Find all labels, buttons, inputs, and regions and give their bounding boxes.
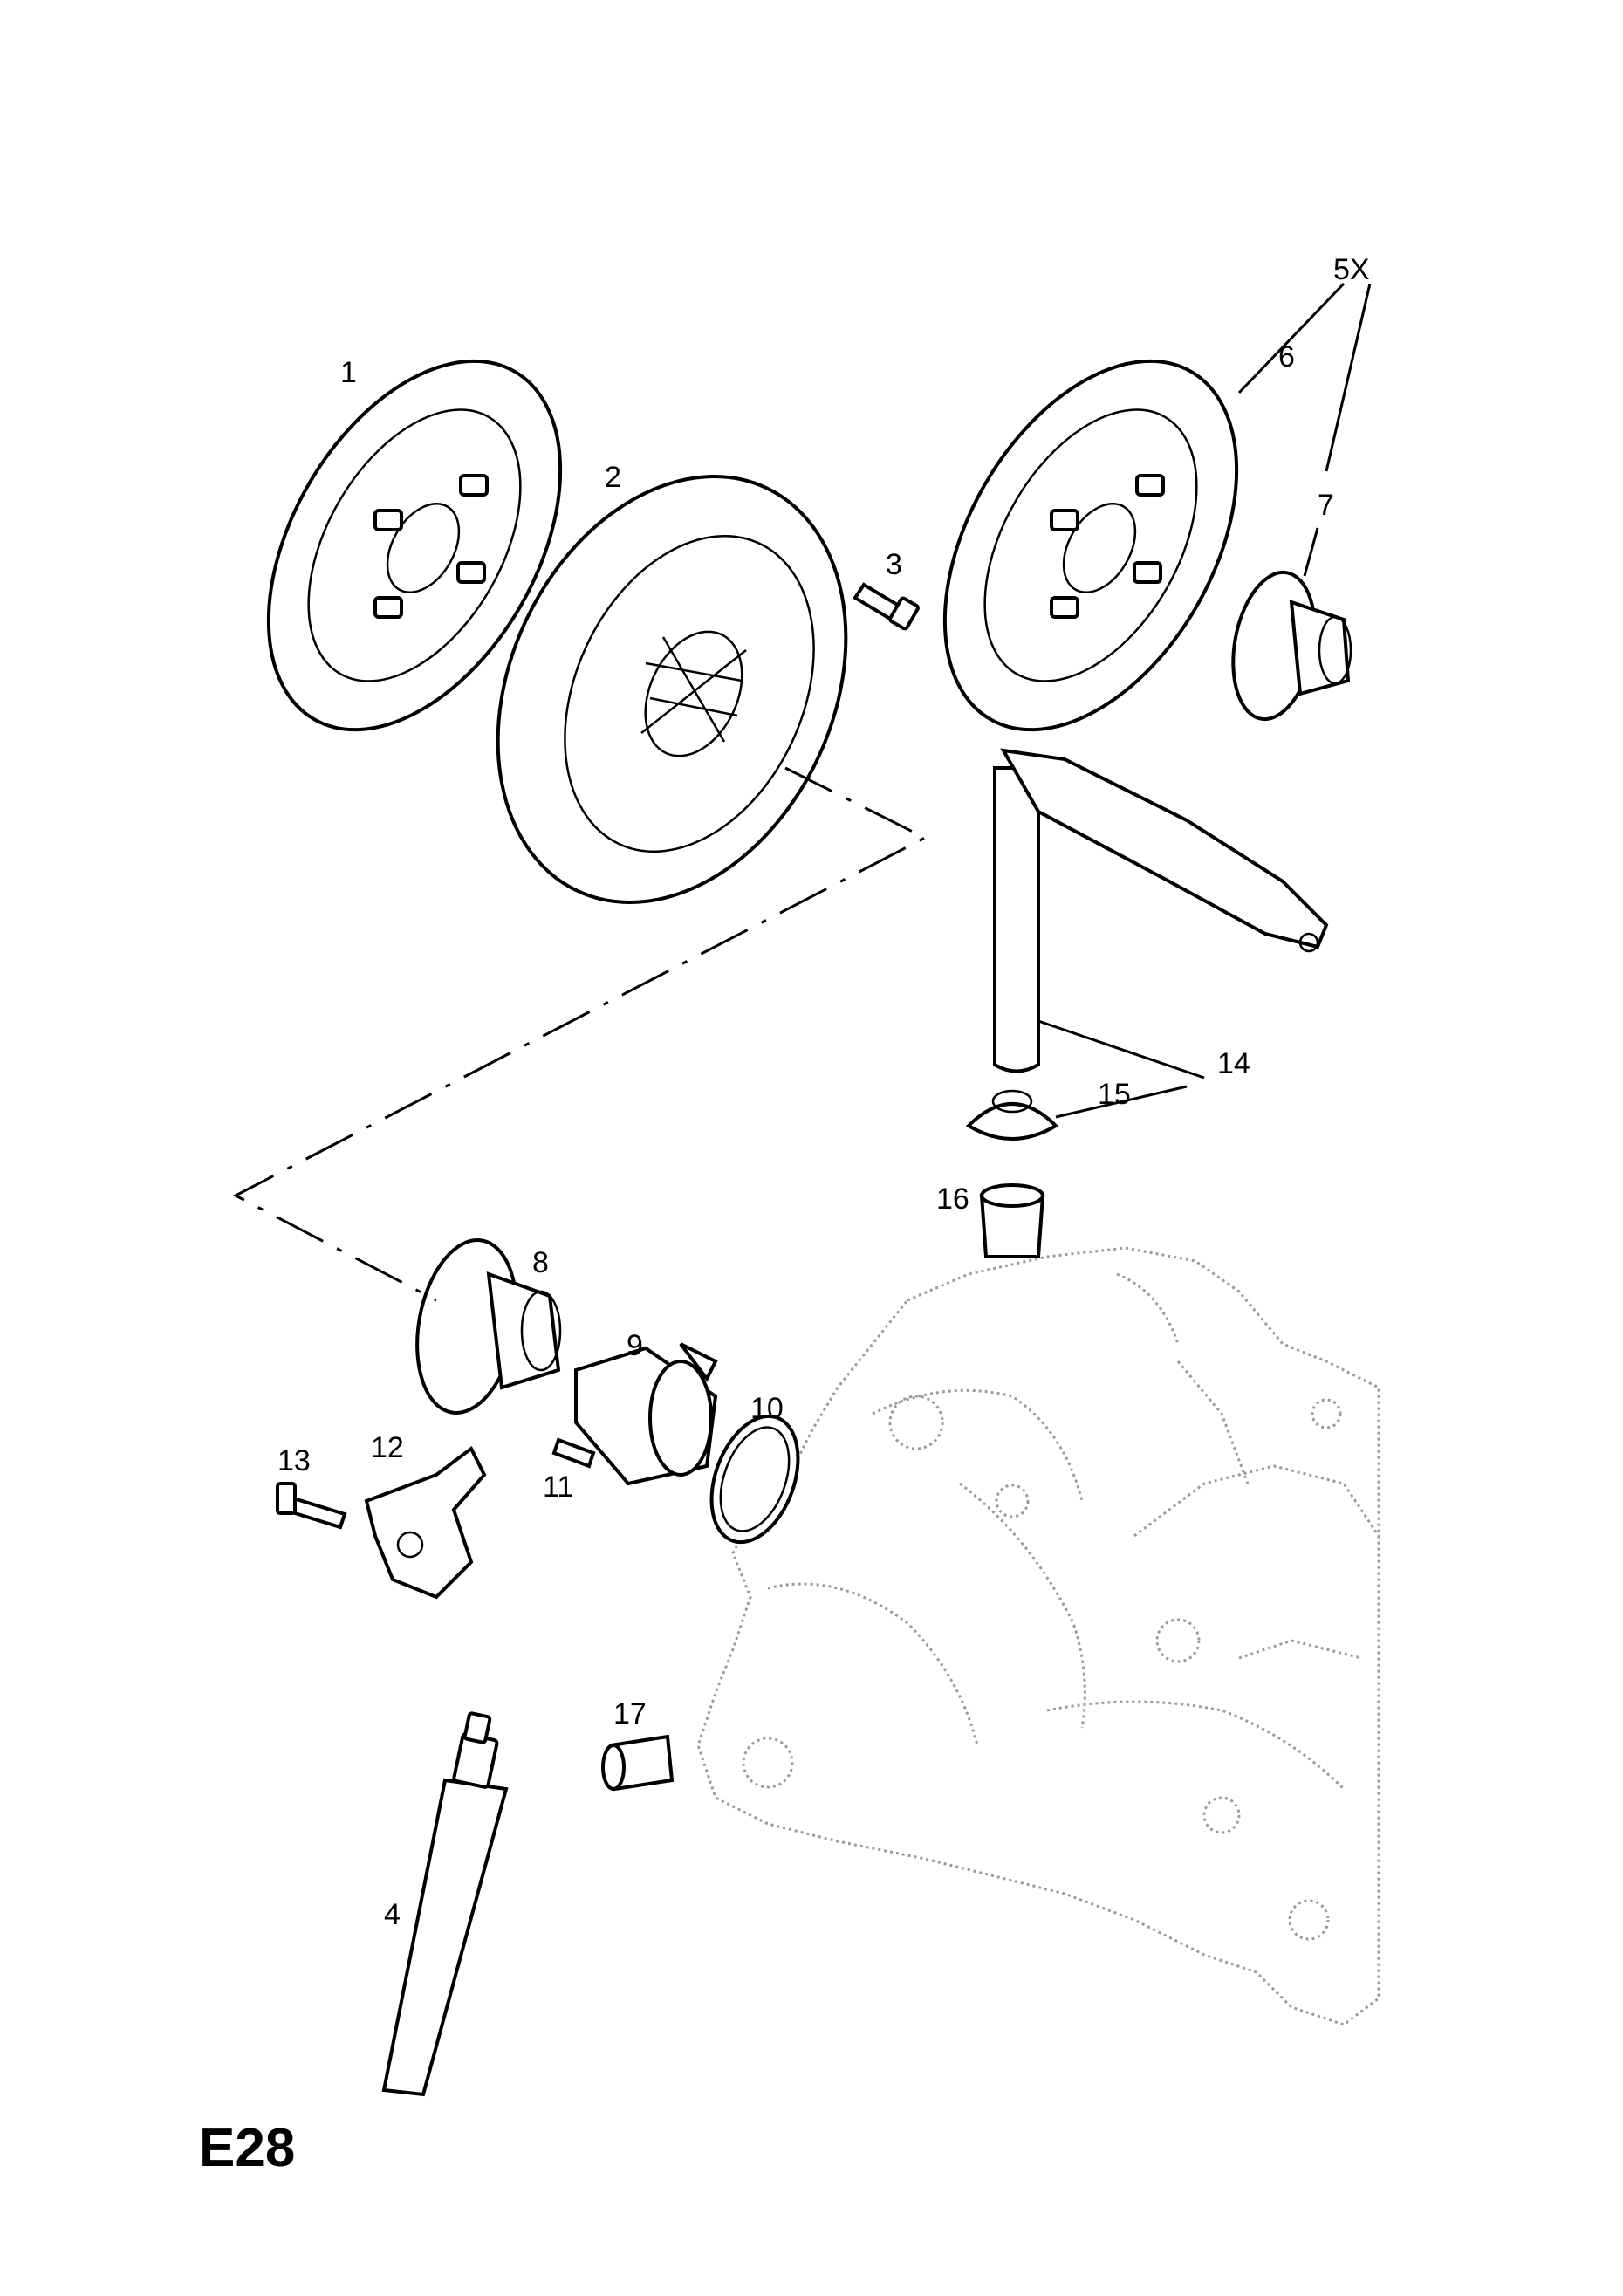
- callout-9: 9: [627, 1329, 643, 1362]
- release-bearing-7: [1231, 570, 1352, 722]
- callout-1: 1: [340, 356, 357, 389]
- leader-lines: [1037, 282, 1372, 1119]
- callout-11: 11: [543, 1470, 573, 1504]
- callout-14: 14: [1217, 1047, 1250, 1080]
- rubber-boot-15: [965, 1089, 1059, 1141]
- callout-2: 2: [605, 461, 621, 494]
- callout-7: 7: [1318, 489, 1334, 522]
- gearbox-housing-outline: [696, 1246, 1380, 2026]
- callout-8: 8: [532, 1246, 549, 1279]
- bolt-11: [551, 1437, 596, 1469]
- bolt-13: [276, 1482, 347, 1530]
- callout-3: 3: [886, 548, 902, 581]
- grease-tube-4: [381, 1711, 509, 2097]
- release-shaft-14: [993, 748, 1329, 1073]
- callout-13: 13: [277, 1444, 311, 1477]
- clutch-disc-1: [266, 359, 563, 732]
- seal-ring-10: [709, 1414, 800, 1545]
- callout-6: 6: [1278, 340, 1295, 374]
- pressure-plate-2: [496, 475, 848, 904]
- callout-16: 16: [936, 1182, 969, 1216]
- guide-sleeve-9: [574, 1342, 718, 1486]
- callout-4: 4: [384, 1898, 401, 1931]
- callout-15: 15: [1098, 1078, 1131, 1111]
- callout-17: 17: [613, 1697, 647, 1731]
- callout-5x: 5X: [1333, 253, 1370, 286]
- callout-10: 10: [750, 1392, 784, 1425]
- callout-12: 12: [371, 1431, 404, 1464]
- bushing-16: [979, 1183, 1045, 1258]
- bolt-3: [853, 582, 920, 631]
- clutch-disc-6: [942, 359, 1239, 732]
- release-bearing-8: [415, 1238, 562, 1415]
- assembly-line: [232, 766, 928, 1302]
- release-fork-12: [364, 1445, 487, 1600]
- page-code: E28: [199, 2118, 295, 2178]
- bush-17: [601, 1734, 675, 1792]
